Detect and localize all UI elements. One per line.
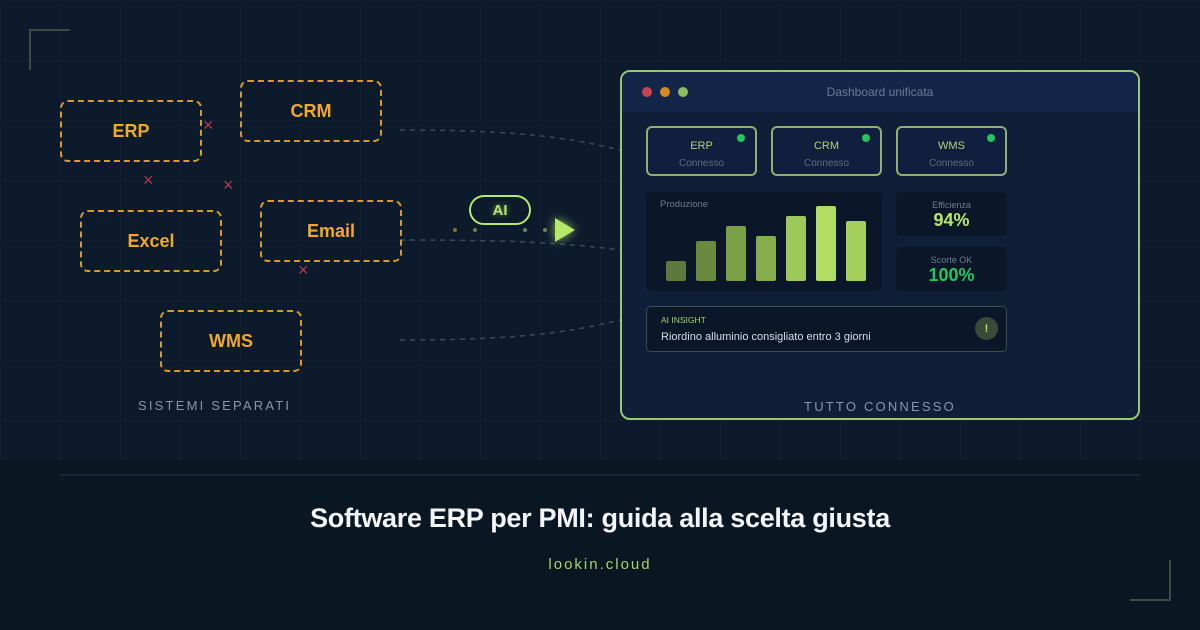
connection-card-crm: CRM Connesso xyxy=(771,126,882,176)
stat-label: Scorte OK xyxy=(930,255,973,265)
system-label: Excel xyxy=(127,230,175,251)
system-box-wms: WMS xyxy=(160,310,302,372)
separated-systems-caption: SISTEMI SEPARATI xyxy=(138,398,292,413)
system-label: ERP xyxy=(112,120,150,141)
connection-card-erp: ERP Connesso xyxy=(646,126,757,176)
disconnect-x-icon: × xyxy=(298,260,309,280)
connection-name: ERP xyxy=(690,140,713,152)
site-link[interactable]: lookin.cloud xyxy=(548,556,652,573)
page-title: Software ERP per PMI: guida alla scelta … xyxy=(310,503,890,533)
chart-bar xyxy=(816,206,836,281)
connection-status: Connesso xyxy=(803,158,850,169)
chart-title: Produzione xyxy=(660,199,709,210)
chart-bar xyxy=(786,216,806,281)
stat-value: 100% xyxy=(928,265,975,285)
system-box-excel: Excel xyxy=(80,210,222,272)
connected-caption: TUTTO CONNESSO xyxy=(804,399,956,414)
system-label: CRM xyxy=(290,100,332,121)
status-dot-icon xyxy=(987,134,995,142)
play-arrow-icon xyxy=(555,218,575,242)
window-title: Dashboard unificata xyxy=(826,85,934,99)
footer-section xyxy=(0,460,1200,630)
connection-status: Connesso xyxy=(678,158,725,169)
connection-status: Connesso xyxy=(928,158,975,169)
system-label: WMS xyxy=(209,330,253,351)
chart-bar xyxy=(846,221,866,281)
chart-bar xyxy=(726,226,746,281)
insight-text: Riordino alluminio consigliato entro 3 g… xyxy=(661,331,871,343)
ai-insight-card: AI INSIGHT Riordino alluminio consigliat… xyxy=(646,306,1007,352)
corner-bracket-top-left xyxy=(29,29,70,70)
insight-label: AI INSIGHT xyxy=(661,315,706,325)
flow-dot xyxy=(473,228,477,232)
flow-dot xyxy=(453,228,457,232)
flow-dot xyxy=(523,228,527,232)
connection-card-wms: WMS Connesso xyxy=(896,126,1007,176)
stat-label: Efficienza xyxy=(932,200,971,210)
stat-stock: Scorte OK 100% xyxy=(896,247,1007,291)
minimize-dot-icon xyxy=(660,87,670,97)
status-dot-icon xyxy=(737,134,745,142)
alert-icon: ! xyxy=(975,317,998,340)
connector-lines xyxy=(399,129,621,341)
stat-efficiency: Efficienza 94% xyxy=(896,192,1007,236)
connection-name: CRM xyxy=(813,140,840,152)
flow-dot xyxy=(543,228,547,232)
disconnect-x-icon: × xyxy=(223,175,234,195)
disconnect-x-icon: × xyxy=(203,115,214,135)
close-dot-icon xyxy=(642,87,652,97)
chart-bar xyxy=(666,261,686,281)
system-box-erp: ERP xyxy=(60,100,202,162)
chart-bar xyxy=(756,236,776,281)
corner-bracket-bottom-right xyxy=(1130,560,1171,601)
maximize-dot-icon xyxy=(678,87,688,97)
system-box-email: Email xyxy=(260,200,402,262)
system-box-crm: CRM xyxy=(240,80,382,142)
chart-bar xyxy=(696,241,716,281)
connection-name: WMS xyxy=(938,140,965,152)
dashboard-window: Dashboard unificata ERP Connesso CRM Con… xyxy=(620,70,1140,420)
system-label: Email xyxy=(306,220,356,241)
stat-value: 94% xyxy=(933,210,970,230)
window-titlebar: Dashboard unificata xyxy=(622,72,1138,112)
ai-badge-label: AI xyxy=(492,201,508,219)
status-dot-icon xyxy=(862,134,870,142)
divider xyxy=(60,474,1140,476)
disconnect-x-icon: × xyxy=(143,170,154,190)
ai-badge: AI xyxy=(469,195,531,225)
production-chart: Produzione xyxy=(646,192,882,291)
